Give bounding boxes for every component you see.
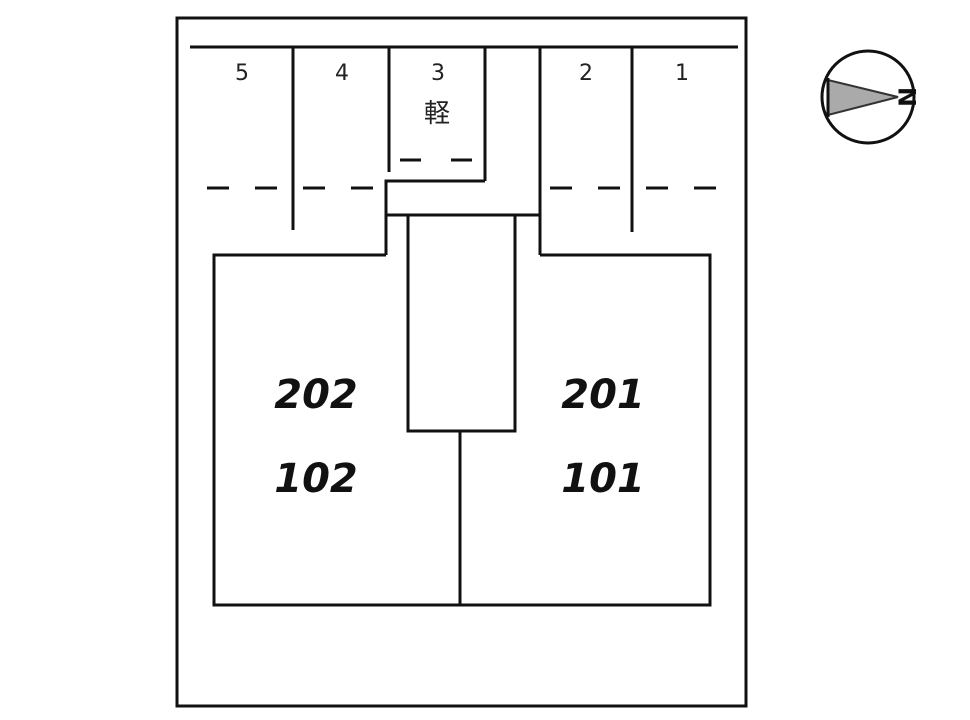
compass-north-label: N	[894, 87, 922, 107]
parking-slot-3-kei-note: 軽	[424, 99, 450, 129]
unit-101: 101	[561, 456, 645, 502]
stairwell	[406, 213, 517, 433]
parking-slot-3: 3	[431, 61, 445, 86]
site-boundary	[175, 16, 748, 708]
building-outline	[212, 213, 712, 607]
unit-102: 102	[274, 456, 358, 502]
unit-202: 202	[274, 372, 358, 418]
parking-slot-1: 1	[675, 61, 689, 86]
north-compass-icon: N	[820, 49, 922, 145]
unit-201: 201	[561, 372, 645, 418]
parking-dashed-lines	[207, 158, 722, 190]
parking-slot-5: 5	[235, 61, 249, 86]
parking-slot-4: 4	[335, 61, 349, 86]
parking-slot-2: 2	[579, 61, 593, 86]
